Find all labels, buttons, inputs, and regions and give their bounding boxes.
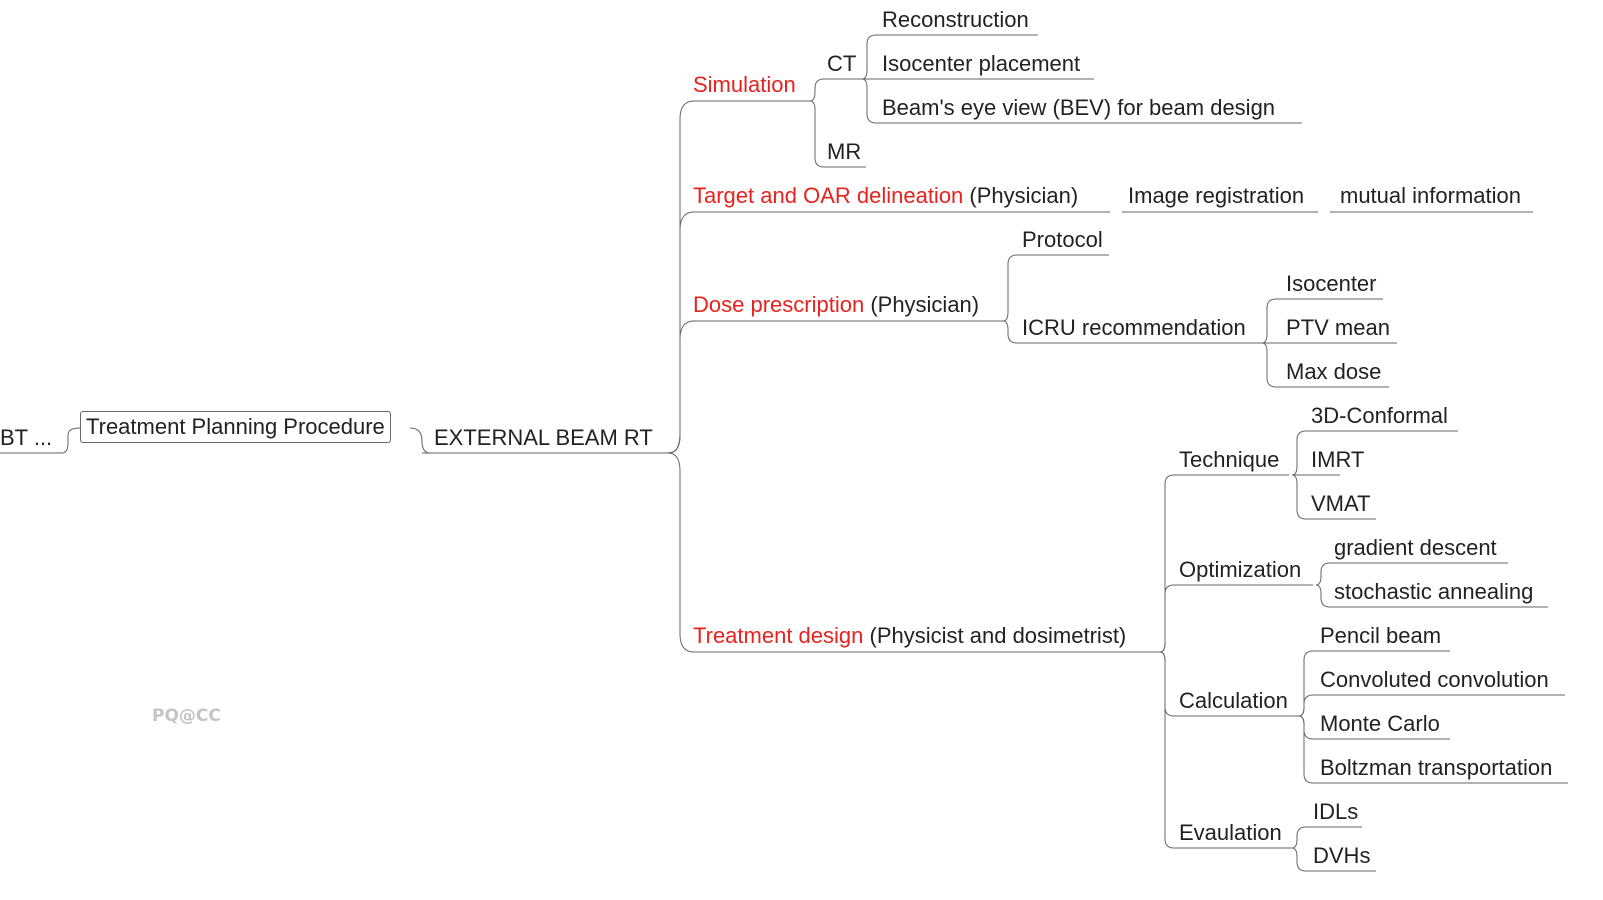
procedure-node[interactable]: Treatment Planning Procedure xyxy=(80,411,391,443)
convoluted-convolution-node[interactable]: Convoluted convolution xyxy=(1320,667,1549,692)
design-child-link-3 xyxy=(1159,651,1292,849)
imrt-node[interactable]: IMRT xyxy=(1311,447,1365,472)
isocenter-node[interactable]: Isocenter xyxy=(1286,271,1377,296)
root-link xyxy=(409,427,431,454)
dvhs-node[interactable]: DVHs xyxy=(1313,843,1371,868)
procedure-link xyxy=(61,427,81,454)
mr-link xyxy=(809,100,866,168)
icru-child-link-0 xyxy=(1261,298,1383,344)
root-node[interactable]: EXTERNAL BEAM RT xyxy=(434,425,653,450)
treatment-design-node[interactable]: Treatment design (Physicist and dosimetr… xyxy=(693,623,1126,649)
protocol-link xyxy=(1002,254,1109,322)
root-branch-0 xyxy=(667,100,695,454)
protocol-node[interactable]: Protocol xyxy=(1022,227,1103,252)
icru-recommendation-node[interactable]: ICRU recommendation xyxy=(1022,315,1246,340)
optimization-child-link-0 xyxy=(1315,562,1508,586)
icru-link xyxy=(1002,320,1262,344)
technique-child-link-0 xyxy=(1291,430,1458,476)
vmat-node[interactable]: VMAT xyxy=(1311,491,1371,516)
root-branch-2 xyxy=(667,320,695,454)
delineation-role: (Physician) xyxy=(969,183,1079,208)
boltzman-transportation-node[interactable]: Boltzman transportation xyxy=(1320,755,1553,780)
optimization-node[interactable]: Optimization xyxy=(1179,557,1302,582)
watermark: PQ@CC xyxy=(152,706,221,726)
dose-prescription-label: Dose prescription xyxy=(693,292,865,317)
image-registration-node[interactable]: Image registration xyxy=(1128,183,1305,208)
gradient-descent-node[interactable]: gradient descent xyxy=(1334,535,1497,560)
stochastic-annealing-node[interactable]: stochastic annealing xyxy=(1334,579,1534,604)
ct-child-link-2 xyxy=(861,78,1302,124)
ct-link xyxy=(809,78,862,102)
technique-node[interactable]: Technique xyxy=(1179,447,1280,472)
delineation-label: Target and OAR delineation xyxy=(693,183,964,208)
design-child-link-1 xyxy=(1159,584,1313,653)
collapsed-parent-node[interactable]: BT ... xyxy=(0,425,53,450)
delineation-node[interactable]: Target and OAR delineation (Physician) xyxy=(693,183,1078,209)
reconstruction-node[interactable]: Reconstruction xyxy=(882,7,1029,32)
pencil-beam-node[interactable]: Pencil beam xyxy=(1320,623,1442,648)
evaluation-child-link-1 xyxy=(1291,847,1376,872)
icru-child-link-2 xyxy=(1261,342,1389,388)
ct-child-link-0 xyxy=(861,34,1038,80)
monte-carlo-node[interactable]: Monte Carlo xyxy=(1320,711,1440,736)
max-dose-node[interactable]: Max dose xyxy=(1286,359,1382,384)
calculation-node[interactable]: Calculation xyxy=(1179,688,1288,713)
ct-node[interactable]: CT xyxy=(827,51,857,76)
root-branch-3 xyxy=(667,452,695,653)
3d-conformal-node[interactable]: 3D-Conformal xyxy=(1311,403,1448,428)
evaluation-child-link-0 xyxy=(1291,826,1362,849)
calculation-child-link-3 xyxy=(1298,715,1568,784)
evaluation-node[interactable]: Evaulation xyxy=(1179,820,1282,845)
simulation-node[interactable]: Simulation xyxy=(693,72,796,97)
idls-node[interactable]: IDLs xyxy=(1313,799,1359,824)
isocenter-placement-node[interactable]: Isocenter placement xyxy=(882,51,1081,76)
bev-node[interactable]: Beam's eye view (BEV) for beam design xyxy=(882,95,1276,120)
optimization-child-link-1 xyxy=(1315,584,1548,608)
calculation-child-link-1 xyxy=(1298,694,1565,717)
dose-prescription-role: (Physician) xyxy=(870,292,980,317)
mutual-information-node[interactable]: mutual information xyxy=(1340,183,1521,208)
treatment-design-label: Treatment design xyxy=(693,623,864,648)
ptv-mean-node[interactable]: PTV mean xyxy=(1286,315,1390,340)
dose-prescription-node[interactable]: Dose prescription (Physician) xyxy=(693,292,979,318)
mr-node[interactable]: MR xyxy=(827,139,862,164)
treatment-design-role: (Physicist and dosimetrist) xyxy=(869,623,1127,648)
technique-child-link-2 xyxy=(1291,474,1376,520)
